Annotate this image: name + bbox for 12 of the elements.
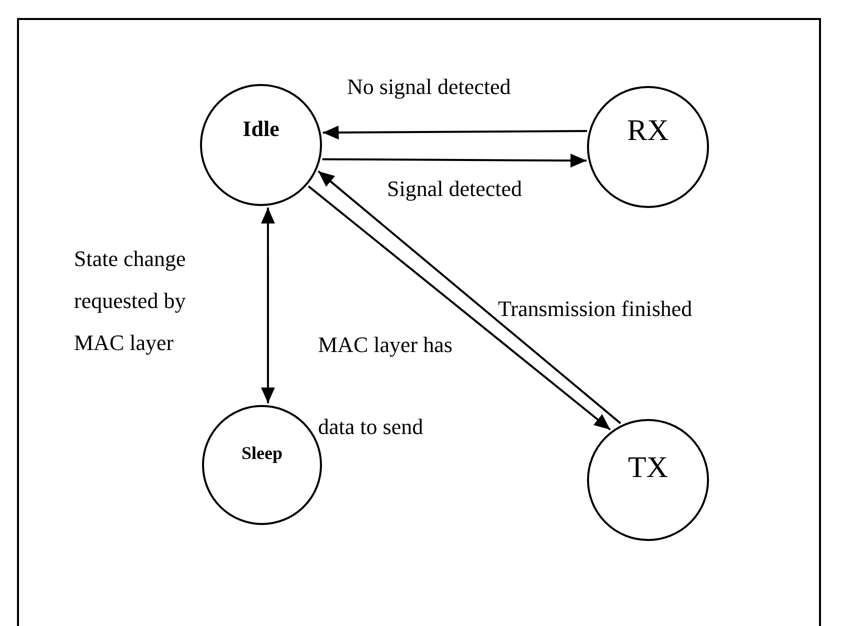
state-name: Idle [242,116,280,142]
edge-label: Transmission finished [497,296,694,322]
state-name: RX [626,114,670,148]
arrow [322,126,588,140]
edge-label: No signal detected [346,74,512,100]
edge-label: State change requested by MAC layer [73,245,187,357]
edge-label: MAC layer has data to send [317,331,454,441]
arrow [322,154,586,168]
edge-label: Signal detected [386,176,524,202]
state-name: TX [627,451,669,485]
arrow [260,208,275,404]
state-name: Sleep [240,443,284,464]
